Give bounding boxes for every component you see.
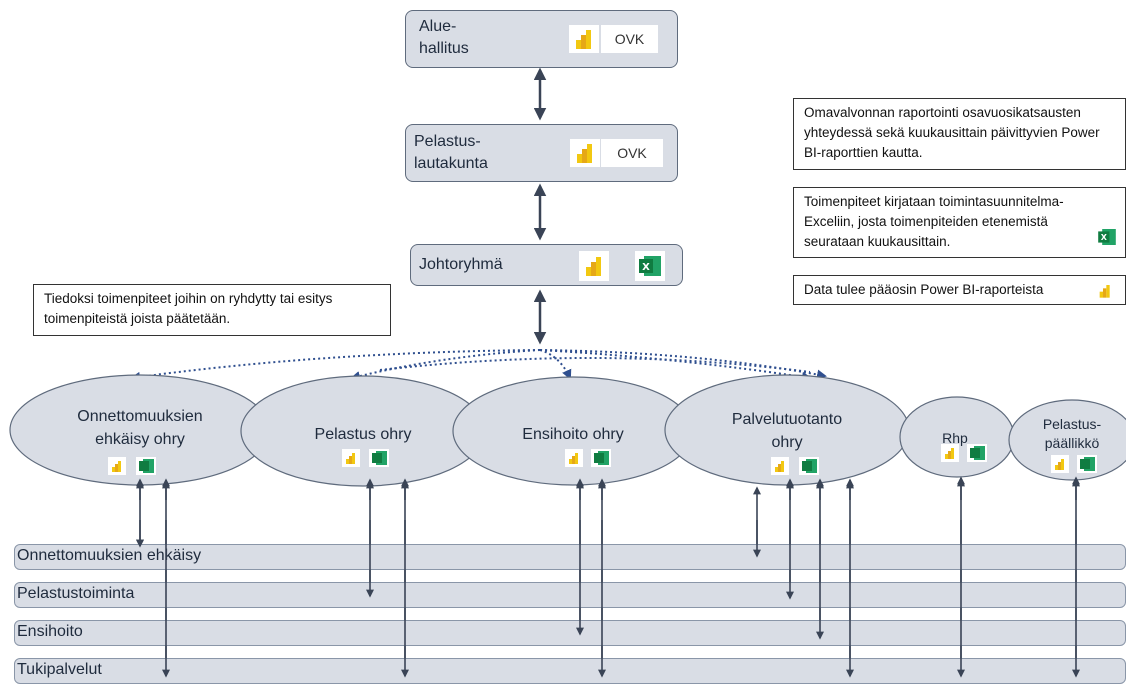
legend-actions-note: Toimenpiteet kirjataan toimintasuunnitel… xyxy=(793,187,1126,258)
power-bi-icon xyxy=(570,139,600,167)
excel-icon: X xyxy=(1098,229,1116,245)
svg-text:X: X xyxy=(1101,233,1108,242)
dotted-arrow-4 xyxy=(539,349,827,380)
dotted-arrow-3 xyxy=(539,349,572,380)
ovk-tag: OVK xyxy=(601,139,663,167)
group-label-pelastus: Pelastus ohry xyxy=(314,426,412,443)
power-bi-icon xyxy=(569,25,599,53)
band-onnettomuuksien-ehkaisy: Onnettomuuksien ehkäisy xyxy=(14,544,1126,570)
excel-icon: X xyxy=(635,251,665,281)
band-pelastustoiminta: Pelastustoiminta xyxy=(14,582,1126,608)
johtoryhma-box: Johtoryhmä X xyxy=(410,244,683,286)
johtoryhma-label: Johtoryhmä xyxy=(419,256,503,273)
dotted-arrow-5 xyxy=(539,349,812,382)
ovk-tag: OVK xyxy=(601,25,658,53)
group-label-palvelutuotanto: Palvelutuotanto ohry xyxy=(731,411,843,451)
pelastuslautakunta-box: Pelastus- lautakunta OVK xyxy=(405,124,678,182)
aluehallitus-label: Alue- hallitus xyxy=(419,18,469,57)
group-label-onnettomuuksien: Onnettomuuksien ehkäisy ohry xyxy=(77,408,203,448)
legend-reporting-note: Omavalvonnan raportointi osavuosikatsaus… xyxy=(793,98,1126,170)
pelastuslautakunta-label: Pelastus- lautakunta xyxy=(414,133,488,172)
aluehallitus-box: Alue- hallitus OVK xyxy=(405,10,678,68)
power-bi-icon xyxy=(1099,285,1110,298)
legend-data-note: Data tulee pääosin Power BI-raporteista xyxy=(793,275,1126,305)
band-tukipalvelut: Tukipalvelut xyxy=(14,658,1126,684)
band-ensihoito: Ensihoito xyxy=(14,620,1126,646)
info-note: Tiedoksi toimenpiteet joihin on ryhdytty… xyxy=(33,284,391,336)
svg-text:X: X xyxy=(642,262,650,273)
group-label-ensihoito: Ensihoito ohry xyxy=(522,426,624,443)
group-label-rhp: Rhp xyxy=(942,430,968,446)
power-bi-icon xyxy=(579,251,609,281)
group-label-pelastuspaallikko: Pelastus- päällikkö xyxy=(1042,416,1102,451)
